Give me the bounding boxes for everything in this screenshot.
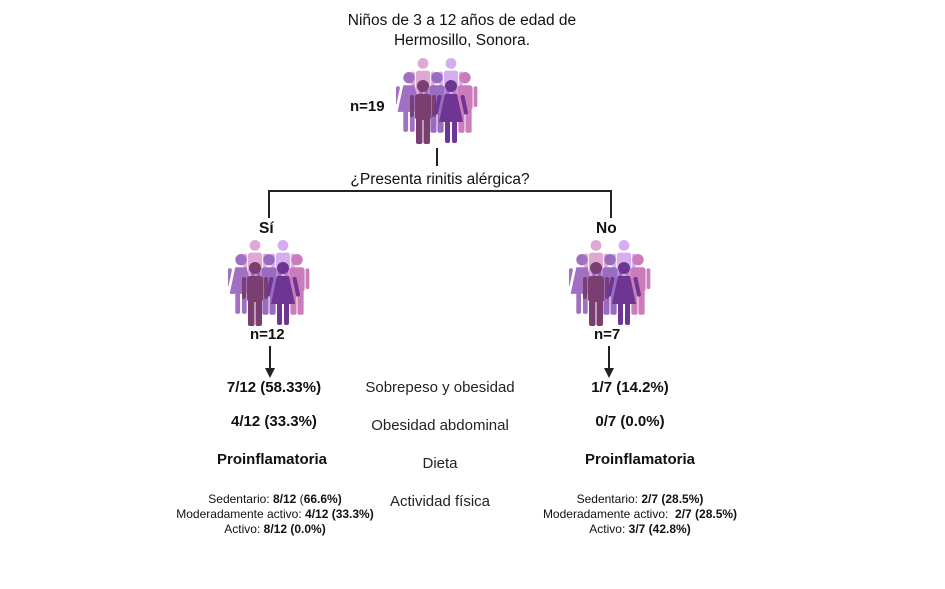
no-abdominal-value: 0/7 (0.0%) xyxy=(595,413,665,430)
category-overweight: Sobrepeso y obesidad xyxy=(365,379,515,396)
people-group-yes-icon xyxy=(228,240,310,326)
yes-diet-value: Proinflamatoria xyxy=(216,451,328,468)
branch-no-line xyxy=(610,190,612,218)
no-arrow-line xyxy=(608,346,610,370)
yes-overweight-value: 7/12 (58.33%) xyxy=(226,379,322,396)
yes-sedentary-line: Sedentario: 8/12 (66.6%) xyxy=(208,492,342,506)
branch-yes-label: Sí xyxy=(259,220,274,237)
people-group-icon xyxy=(396,58,478,144)
no-sedentary-line: Sedentario: 2/7 (28.5%) xyxy=(576,492,704,506)
yes-active-line: Activo: 8/12 (0.0%) xyxy=(224,522,326,536)
yes-arrow-head-icon xyxy=(265,368,275,378)
question-label: ¿Presenta rinitis alérgica? xyxy=(350,171,530,188)
category-diet: Dieta xyxy=(422,455,458,472)
no-diet-value: Proinflamatoria xyxy=(584,451,696,468)
category-activity: Actividad física xyxy=(389,493,491,510)
no-overweight-value: 1/7 (14.2%) xyxy=(591,379,669,396)
branch-horizontal-line xyxy=(268,190,612,192)
no-activity-block: Sedentario: 2/7 (28.5%) Moderadamente ac… xyxy=(500,492,780,537)
title-line-1: Niños de 3 a 12 años de edad de xyxy=(347,12,577,29)
title-line-2: Hermosillo, Sonora. xyxy=(393,32,531,49)
yes-moderate-line: Moderadamente activo: 4/12 (33.3%) xyxy=(176,507,374,521)
yes-arrow-line xyxy=(269,346,271,370)
diagram-title: Niños de 3 a 12 años de edad de Hermosil… xyxy=(297,11,627,51)
root-n-label: n=19 xyxy=(350,98,385,115)
no-arrow-head-icon xyxy=(604,368,614,378)
people-group-no-icon xyxy=(569,240,651,326)
yes-abdominal-value: 4/12 (33.3%) xyxy=(231,413,317,430)
branch-yes-line xyxy=(268,190,270,218)
category-abdominal: Obesidad abdominal xyxy=(371,417,509,434)
no-moderate-line: Moderadamente activo: 2/7 (28.5%) xyxy=(542,507,738,521)
no-active-line: Activo: 3/7 (42.8%) xyxy=(589,522,691,536)
yes-activity-block: Sedentario: 8/12 (66.6%) Moderadamente a… xyxy=(130,492,420,537)
no-n-label: n=7 xyxy=(594,326,621,343)
branch-no-label: No xyxy=(596,220,617,237)
yes-n-label: n=12 xyxy=(250,326,285,343)
root-connector-line xyxy=(436,148,438,166)
